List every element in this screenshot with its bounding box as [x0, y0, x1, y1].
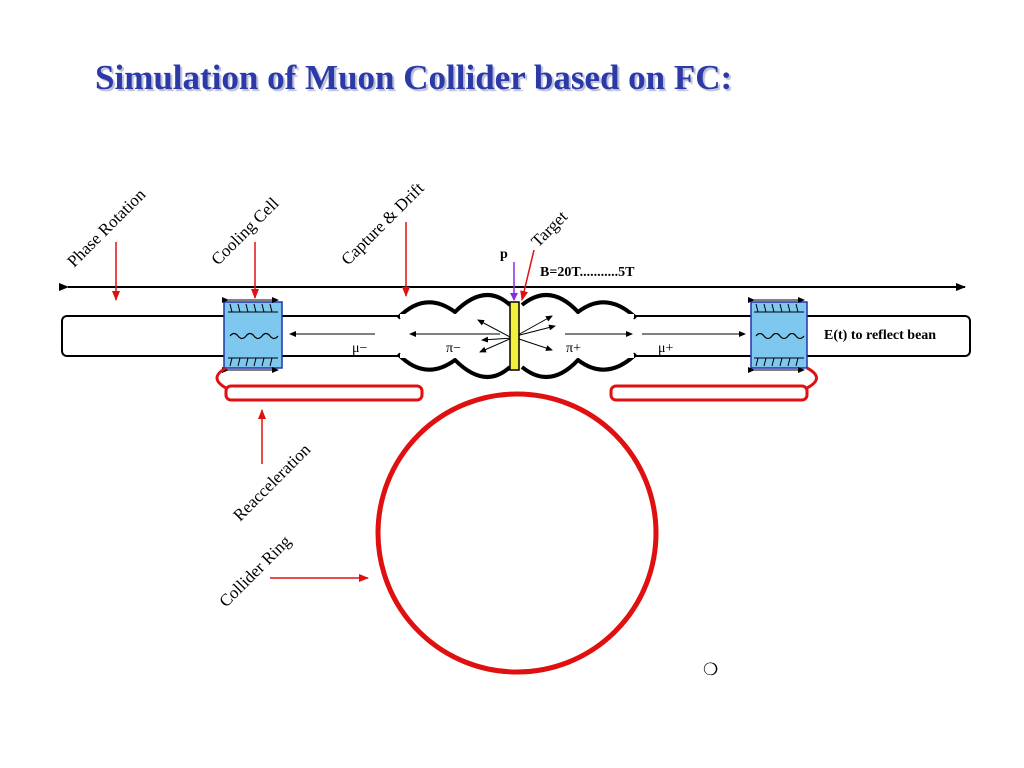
target-arrow	[520, 249, 535, 301]
cooling-cell-left	[222, 297, 283, 373]
label-pi-plus: π+	[566, 341, 581, 356]
label-target: Target	[527, 207, 571, 251]
label-reacceleration: Reacceleration	[229, 440, 314, 525]
capture-drift-section	[396, 293, 638, 379]
label-mu-minus: μ−	[352, 341, 368, 356]
label-field: B=20T...........5T	[540, 265, 635, 280]
label-collider-ring: Collider Ring	[215, 531, 295, 611]
label-proton: p	[500, 247, 508, 262]
label-reflect: E(t) to reflect bean	[824, 328, 936, 343]
label-cooling-cell: Cooling Cell	[207, 193, 282, 268]
cooling-cell-right	[748, 297, 808, 373]
label-phase-rotation: Phase Rotation	[63, 185, 149, 271]
slide-title: Simulation of Muon Collider based on FC:	[95, 58, 733, 97]
pion-spray	[477, 315, 556, 353]
label-capture-drift: Capture & Drift	[337, 178, 427, 268]
collider-ring	[375, 391, 659, 675]
bullet-glyph: ❍	[703, 660, 718, 679]
label-pi-minus: π−	[446, 341, 461, 356]
label-mu-plus: μ+	[658, 341, 674, 356]
target-rod	[509, 301, 520, 371]
reacceleration-loop	[215, 366, 818, 402]
